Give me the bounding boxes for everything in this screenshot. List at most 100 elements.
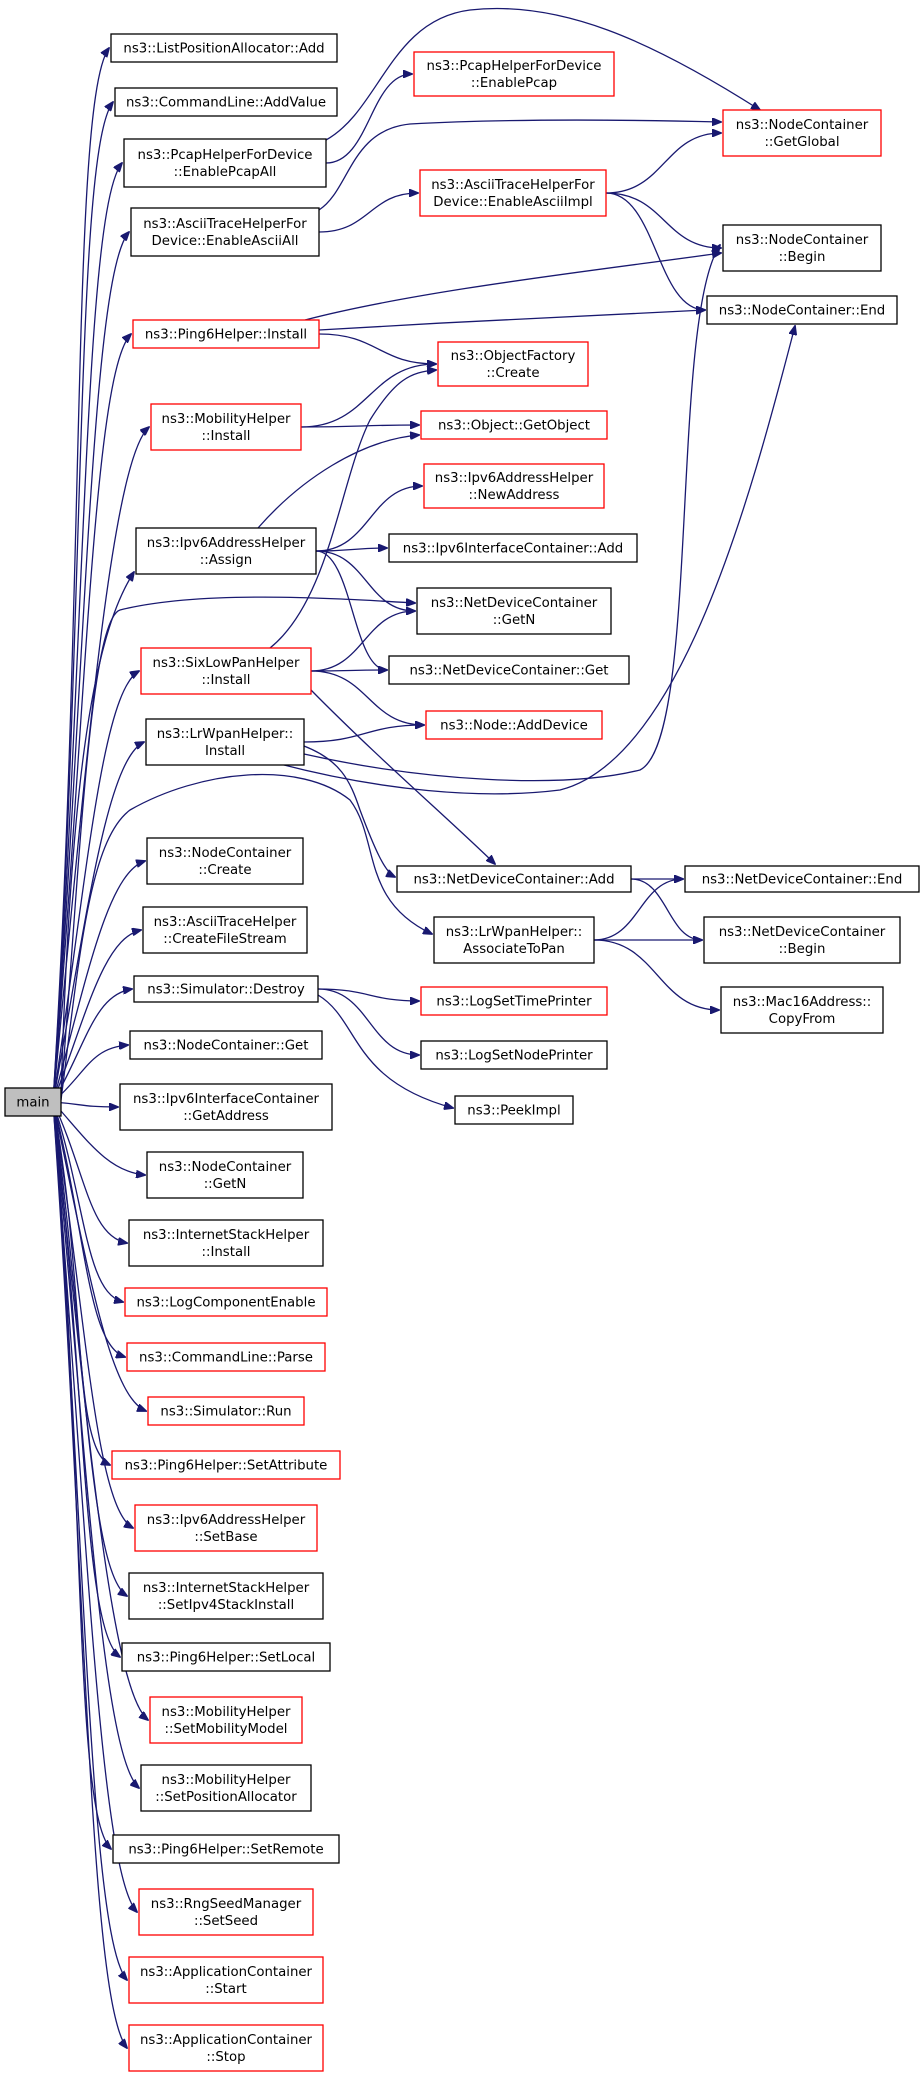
node-nc_create[interactable]: ns3::NodeContainer::Create <box>146 837 304 885</box>
node-box-ping_setlocal[interactable] <box>121 1642 331 1672</box>
node-box-ndc_get[interactable] <box>388 655 630 685</box>
node-box-logcompenable[interactable] <box>124 1287 328 1317</box>
node-box-cmd_addvalue[interactable] <box>114 87 338 117</box>
node-nc_end[interactable]: ns3::NodeContainer::End <box>706 295 898 325</box>
node-box-ping_setremote[interactable] <box>112 1834 340 1864</box>
node-lrwpan_install[interactable]: ns3::LrWpanHelper::Install <box>145 718 305 766</box>
node-logsettime[interactable]: ns3::LogSetTimePrinter <box>420 986 608 1016</box>
node-box-ish_setipv4[interactable] <box>128 1572 324 1620</box>
node-box-mob_setmodel[interactable] <box>149 1696 303 1744</box>
node-box-pcap_all[interactable] <box>123 138 327 188</box>
node-box-nc_end[interactable] <box>706 295 898 325</box>
node-app_start[interactable]: ns3::ApplicationContainer::Start <box>128 1956 324 2004</box>
node-cmd_parse[interactable]: ns3::CommandLine::Parse <box>126 1342 326 1372</box>
node-box-ping_setattr[interactable] <box>111 1450 341 1480</box>
node-ipv6_setbase[interactable]: ns3::Ipv6AddressHelper::SetBase <box>134 1504 318 1552</box>
node-box-app_stop[interactable] <box>128 2024 324 2072</box>
node-ndc_getn[interactable]: ns3::NetDeviceContainer::GetN <box>416 587 612 635</box>
node-pcap_enable[interactable]: ns3::PcapHelperForDevice::EnablePcap <box>413 51 615 97</box>
node-box-mob_install[interactable] <box>150 403 302 451</box>
node-box-rng_setseed[interactable] <box>138 1888 314 1936</box>
node-box-nc_getn[interactable] <box>146 1151 304 1199</box>
node-box-ascii_cfs[interactable] <box>142 906 308 954</box>
node-obj_getobject[interactable]: ns3::Object::GetObject <box>420 410 608 440</box>
node-sixlow_install[interactable]: ns3::SixLowPanHelper::Install <box>140 647 312 695</box>
node-box-ndc_begin[interactable] <box>703 916 901 964</box>
node-mob_install[interactable]: ns3::MobilityHelper::Install <box>150 403 302 451</box>
node-ipv6_newaddr[interactable]: ns3::Ipv6AddressHelper::NewAddress <box>423 463 605 509</box>
node-ascii_all[interactable]: ns3::AsciiTraceHelperForDevice::EnableAs… <box>130 207 320 257</box>
node-app_stop[interactable]: ns3::ApplicationContainer::Stop <box>128 2024 324 2072</box>
node-box-ascii_impl[interactable] <box>419 169 607 217</box>
node-box-ipv6_setbase[interactable] <box>134 1504 318 1552</box>
node-ipv6ic_getaddr[interactable]: ns3::Ipv6InterfaceContainer::GetAddress <box>119 1083 333 1131</box>
node-box-cmd_parse[interactable] <box>126 1342 326 1372</box>
node-logsetnode[interactable]: ns3::LogSetNodePrinter <box>420 1040 608 1070</box>
node-nc_begin[interactable]: ns3::NodeContainer::Begin <box>722 224 882 272</box>
node-lpa_add[interactable]: ns3::ListPositionAllocator::Add <box>110 33 338 63</box>
node-box-ish_install[interactable] <box>128 1219 324 1267</box>
node-node_adddevice[interactable]: ns3::Node::AddDevice <box>425 710 603 740</box>
node-ascii_cfs[interactable]: ns3::AsciiTraceHelper::CreateFileStream <box>142 906 308 954</box>
node-box-sixlow_install[interactable] <box>140 647 312 695</box>
node-box-pcap_enable[interactable] <box>413 51 615 97</box>
node-box-ipv6ic_add[interactable] <box>388 533 638 563</box>
node-ping_setremote[interactable]: ns3::Ping6Helper::SetRemote <box>112 1834 340 1864</box>
node-box-mac16_copyfrom[interactable] <box>720 986 884 1034</box>
node-mac16_copyfrom[interactable]: ns3::Mac16Address::CopyFrom <box>720 986 884 1034</box>
node-box-of_create[interactable] <box>437 341 589 387</box>
node-ndc_end[interactable]: ns3::NetDeviceContainer::End <box>684 865 920 893</box>
node-ndc_get[interactable]: ns3::NetDeviceContainer::Get <box>388 655 630 685</box>
node-ascii_impl[interactable]: ns3::AsciiTraceHelperForDevice::EnableAs… <box>419 169 607 217</box>
node-ipv6ic_add[interactable]: ns3::Ipv6InterfaceContainer::Add <box>388 533 638 563</box>
node-sim_destroy[interactable]: ns3::Simulator::Destroy <box>133 975 319 1003</box>
node-ndc_add[interactable]: ns3::NetDeviceContainer::Add <box>396 865 632 893</box>
node-box-nc_get[interactable] <box>129 1030 323 1060</box>
node-box-peekimpl[interactable] <box>454 1095 574 1125</box>
node-box-logsettime[interactable] <box>420 986 608 1016</box>
node-box-lrwpan_assoc[interactable] <box>433 916 595 964</box>
node-mob_setmodel[interactable]: ns3::MobilityHelper::SetMobilityModel <box>149 1696 303 1744</box>
node-ish_install[interactable]: ns3::InternetStackHelper::Install <box>128 1219 324 1267</box>
node-box-ipv6ic_getaddr[interactable] <box>119 1083 333 1131</box>
node-lrwpan_assoc[interactable]: ns3::LrWpanHelper::AssociateToPan <box>433 916 595 964</box>
node-box-nc_getglobal[interactable] <box>722 109 882 157</box>
node-box-sim_run[interactable] <box>147 1396 305 1426</box>
node-box-obj_getobject[interactable] <box>420 410 608 440</box>
node-mob_setalloc[interactable]: ns3::MobilityHelper::SetPositionAllocato… <box>140 1764 312 1812</box>
node-box-ndc_end[interactable] <box>684 865 920 893</box>
node-peekimpl[interactable]: ns3::PeekImpl <box>454 1095 574 1125</box>
node-ndc_begin[interactable]: ns3::NetDeviceContainer::Begin <box>703 916 901 964</box>
node-box-node_adddevice[interactable] <box>425 710 603 740</box>
node-box-mob_setalloc[interactable] <box>140 1764 312 1812</box>
node-pcap_all[interactable]: ns3::PcapHelperForDevice::EnablePcapAll <box>123 138 327 188</box>
node-box-ndc_getn[interactable] <box>416 587 612 635</box>
node-box-ndc_add[interactable] <box>396 865 632 893</box>
node-box-nc_begin[interactable] <box>722 224 882 272</box>
node-box-lrwpan_install[interactable] <box>145 718 305 766</box>
node-ish_setipv4[interactable]: ns3::InternetStackHelper::SetIpv4StackIn… <box>128 1572 324 1620</box>
node-nc_getn[interactable]: ns3::NodeContainer::GetN <box>146 1151 304 1199</box>
node-ping_install[interactable]: ns3::Ping6Helper::Install <box>132 319 320 349</box>
node-main[interactable]: main <box>4 1087 62 1117</box>
node-logcompenable[interactable]: ns3::LogComponentEnable <box>124 1287 328 1317</box>
node-ipv6_assign[interactable]: ns3::Ipv6AddressHelper::Assign <box>135 527 317 575</box>
node-box-lpa_add[interactable] <box>110 33 338 63</box>
node-ping_setlocal[interactable]: ns3::Ping6Helper::SetLocal <box>121 1642 331 1672</box>
node-ping_setattr[interactable]: ns3::Ping6Helper::SetAttribute <box>111 1450 341 1480</box>
node-rng_setseed[interactable]: ns3::RngSeedManager::SetSeed <box>138 1888 314 1936</box>
node-box-app_start[interactable] <box>128 1956 324 2004</box>
node-of_create[interactable]: ns3::ObjectFactory::Create <box>437 341 589 387</box>
node-box-main[interactable] <box>4 1087 62 1117</box>
node-box-nc_create[interactable] <box>146 837 304 885</box>
node-sim_run[interactable]: ns3::Simulator::Run <box>147 1396 305 1426</box>
node-box-logsetnode[interactable] <box>420 1040 608 1070</box>
node-nc_get[interactable]: ns3::NodeContainer::Get <box>129 1030 323 1060</box>
node-box-ping_install[interactable] <box>132 319 320 349</box>
node-box-ipv6_assign[interactable] <box>135 527 317 575</box>
node-box-ipv6_newaddr[interactable] <box>423 463 605 509</box>
node-box-ascii_all[interactable] <box>130 207 320 257</box>
node-cmd_addvalue[interactable]: ns3::CommandLine::AddValue <box>114 87 338 117</box>
node-nc_getglobal[interactable]: ns3::NodeContainer::GetGlobal <box>722 109 882 157</box>
node-box-sim_destroy[interactable] <box>133 975 319 1003</box>
